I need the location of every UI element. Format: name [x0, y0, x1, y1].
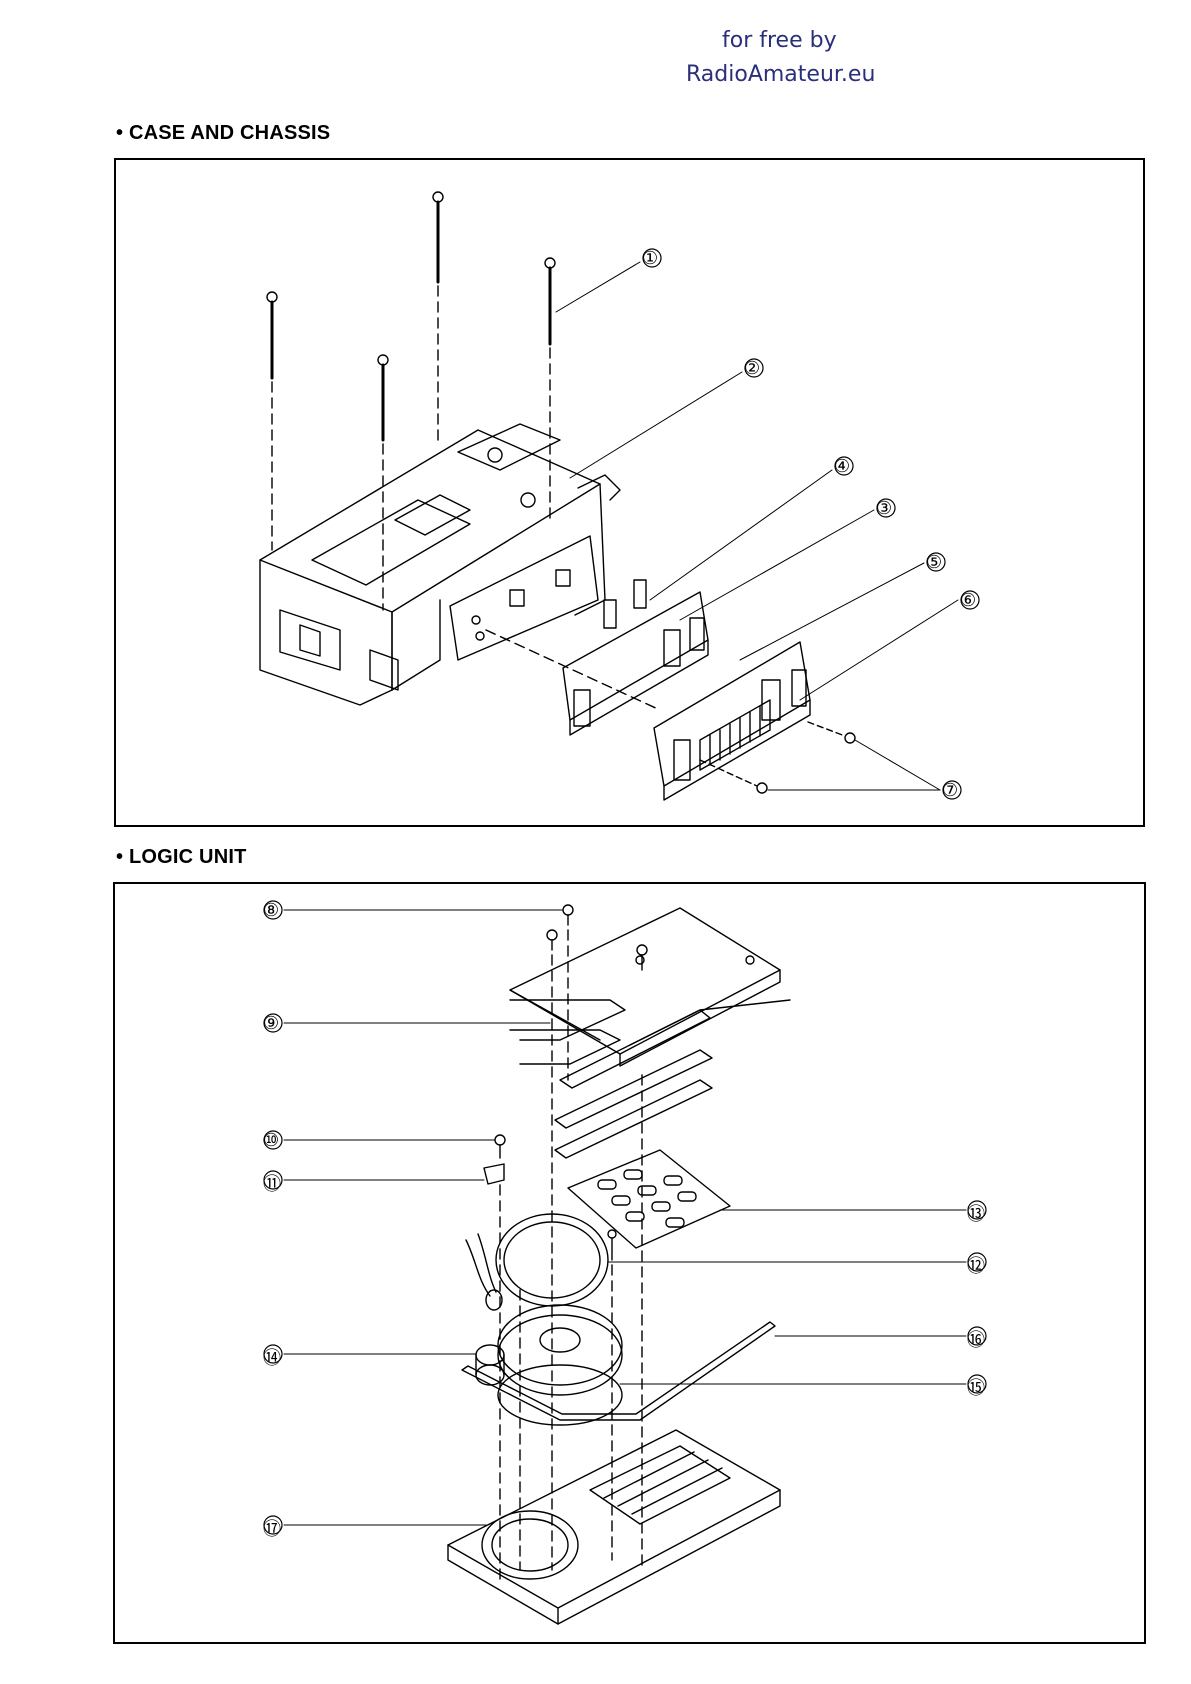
callout-1: ①	[642, 248, 658, 269]
long-screw-4	[378, 355, 388, 610]
callout-9: ⑨	[263, 1013, 279, 1034]
callout-3: ③	[876, 498, 892, 519]
callout-11: ⑪	[263, 1170, 281, 1196]
bracket-plates	[510, 1000, 712, 1158]
logic-callouts	[264, 901, 986, 1534]
keypad-rubber	[568, 1150, 730, 1248]
bottom-case	[448, 1430, 780, 1624]
speaker	[498, 1305, 622, 1425]
case-callouts	[643, 249, 979, 799]
callout-15: ⑮	[967, 1374, 985, 1400]
logic-leader-lines	[284, 910, 966, 1525]
rear-panel	[563, 592, 708, 735]
callout-2: ②	[744, 358, 760, 379]
logic-unit-drawing	[264, 901, 986, 1624]
callout-8: ⑧	[263, 900, 279, 921]
callout-6: ⑥	[960, 590, 976, 611]
callout-14: ⑭	[263, 1344, 281, 1370]
callout-16: ⑯	[967, 1326, 985, 1352]
main-case-body	[260, 424, 620, 705]
case-leader-lines	[556, 262, 958, 790]
long-screw-1	[433, 192, 443, 440]
case-and-chassis-drawing	[260, 192, 979, 800]
speaker-frame	[466, 1214, 616, 1310]
long-screw-2	[545, 258, 555, 518]
callout-5: ⑤	[926, 552, 942, 573]
gasket-pieces	[604, 580, 646, 628]
callout-12: ⑫	[967, 1252, 985, 1278]
callout-17: ⑰	[263, 1515, 281, 1541]
long-screw-3	[267, 292, 277, 550]
callout-7: ⑦	[942, 780, 958, 801]
callout-10: ⑩	[263, 1130, 279, 1151]
logic-small-screws	[484, 905, 647, 1184]
callout-4: ④	[834, 456, 850, 477]
callout-13: ⑬	[967, 1200, 985, 1226]
